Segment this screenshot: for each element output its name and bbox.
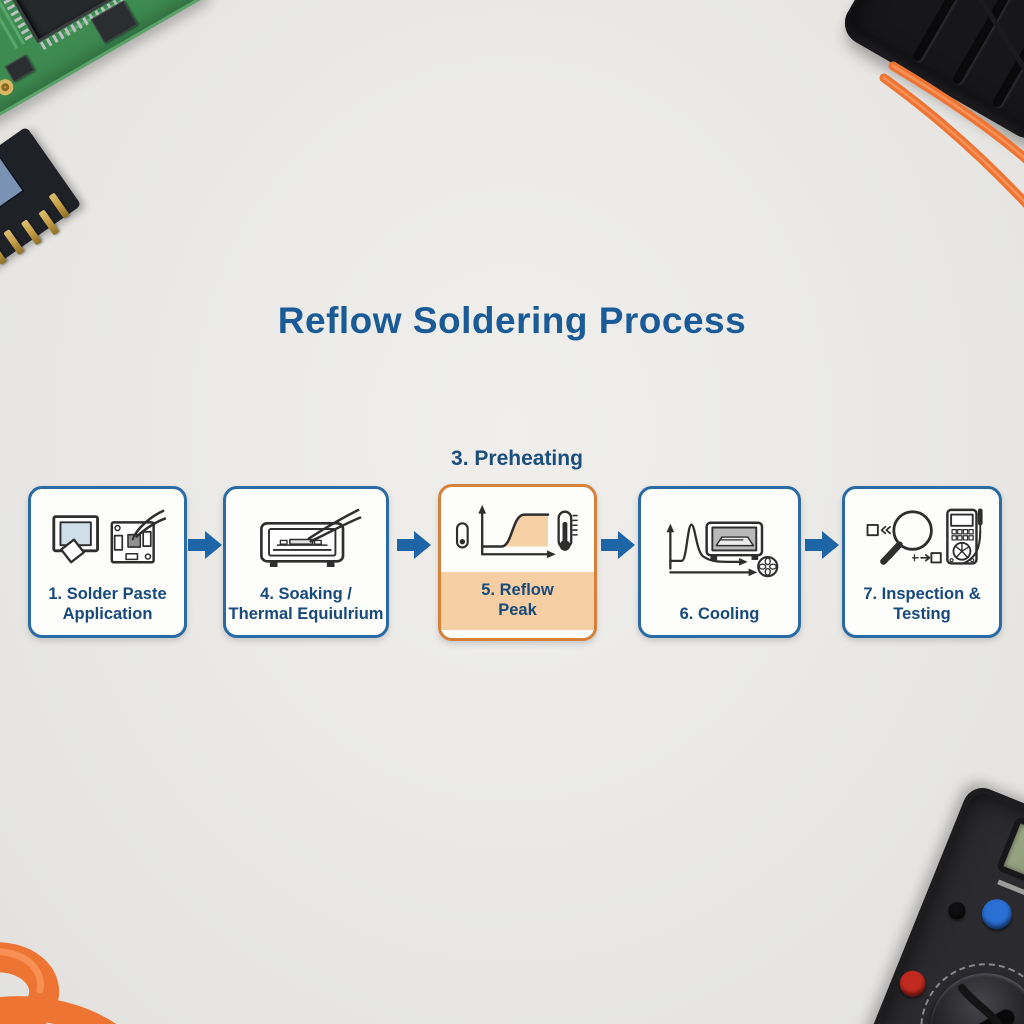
preheating-label: 3. Preheating: [451, 447, 583, 470]
step-label: 7. Inspection & Testing: [845, 584, 999, 635]
step-label-line1: 1. Solder Paste: [48, 584, 167, 603]
step-cooling: 6. Cooling: [638, 486, 801, 638]
green-circuit-board-photo: [0, 0, 206, 128]
power-adapter-photo: [836, 0, 1024, 147]
page-title: Reflow Soldering Process: [277, 300, 747, 341]
step-label-line1: 5. Reflow: [481, 580, 554, 599]
step-label-line1: 7. Inspection &: [863, 584, 981, 603]
red-button: [895, 966, 930, 1001]
step-label-line2: Peak: [498, 600, 537, 619]
step-label-line1: 6. Cooling: [679, 604, 760, 623]
step-soaking-thermal-equilibrium: 4. Soaking / Thermal Equiulrium: [223, 486, 389, 638]
step-inspection-testing: 7. Inspection & Testing: [842, 486, 1002, 638]
flow-arrow-icon: [601, 531, 635, 559]
gold-pin: [0, 238, 7, 266]
step-label-line2: Testing: [893, 604, 951, 623]
cooling-profile-icon: [641, 489, 798, 604]
gold-pin: [3, 229, 25, 256]
flow-arrow-icon: [397, 531, 431, 559]
module-body: [0, 153, 26, 229]
flow-arrow-icon: [188, 531, 222, 559]
reflow-peak-profile-icon: [441, 487, 594, 572]
flow-arrow-icon: [805, 531, 839, 559]
step-label: 5. Reflow Peak: [441, 571, 594, 630]
blue-button: [977, 894, 1017, 934]
step-solder-paste-application: 1. Solder Paste Application: [28, 486, 187, 638]
step-label-line1: 4. Soaking /: [260, 584, 352, 603]
step-label: 4. Soaking / Thermal Equiulrium: [226, 584, 386, 635]
smd-chip: [4, 54, 35, 83]
step-reflow-peak: 5. Reflow Peak: [438, 484, 597, 641]
gold-pin: [48, 192, 70, 219]
multimeter-photo: [844, 782, 1024, 1024]
pin-header-module-photo: [0, 126, 82, 270]
solder-paste-application-icon: [31, 489, 184, 584]
step-label: 6. Cooling: [641, 604, 798, 635]
gold-pin: [38, 209, 60, 236]
step-label-line2: Application: [62, 604, 153, 623]
gold-pin: [20, 219, 43, 246]
dial-knob: [951, 1006, 1018, 1024]
soaking-oven-icon: [226, 489, 386, 584]
step-label-line2: Thermal Equiulrium: [228, 604, 384, 623]
step-label: 1. Solder Paste Application: [31, 584, 184, 635]
black-button: [945, 899, 968, 922]
inspection-testing-icon: [845, 489, 999, 584]
